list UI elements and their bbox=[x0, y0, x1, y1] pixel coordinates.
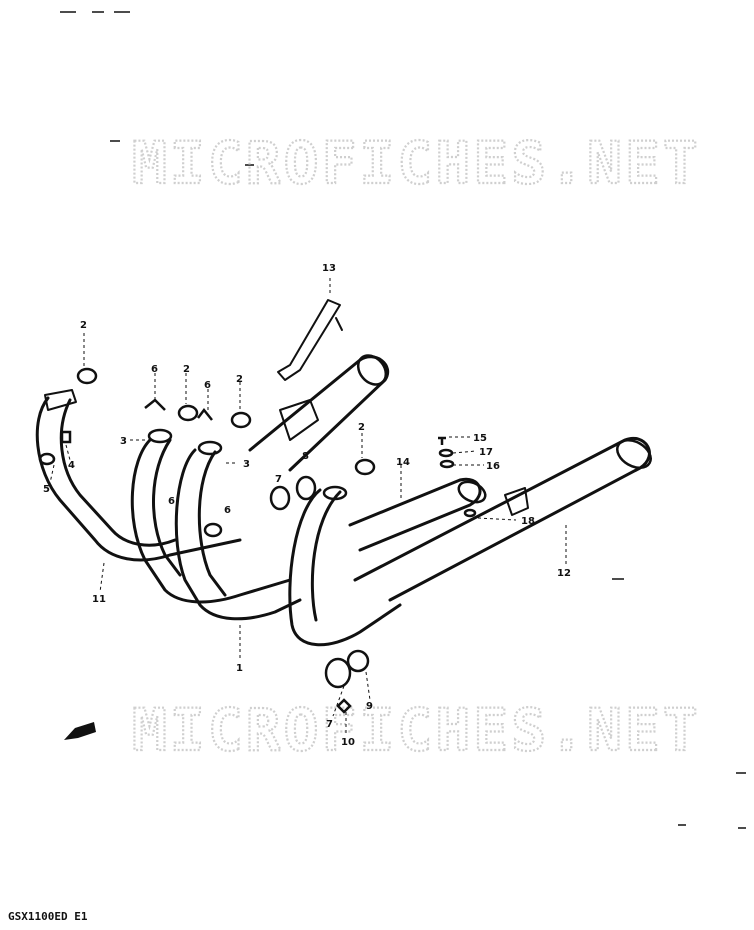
callout-10: 10 bbox=[341, 737, 355, 748]
bracket-13 bbox=[277, 299, 343, 381]
exhaust-pipe-12 bbox=[288, 488, 402, 647]
callout-6-b: 6 bbox=[204, 380, 211, 391]
callout-5: 5 bbox=[43, 484, 50, 495]
callout-7-lower: 7 bbox=[326, 719, 333, 730]
callout-7-upper: 7 bbox=[275, 474, 282, 485]
callout-14: 14 bbox=[396, 457, 410, 468]
callout-2-center: 2 bbox=[236, 374, 243, 385]
callout-8: 8 bbox=[302, 451, 309, 462]
watermark-bottom: MICROFICHES.NET bbox=[132, 696, 701, 764]
callout-4: 4 bbox=[68, 460, 75, 471]
watermark-top: MICROFICHES.NET bbox=[132, 129, 701, 197]
callout-2-right: 2 bbox=[358, 422, 365, 433]
forward-arrow-icon bbox=[64, 722, 96, 740]
callout-2-left: 2 bbox=[80, 320, 87, 331]
small-parts bbox=[38, 367, 477, 714]
callout-6-c: 6 bbox=[168, 496, 175, 507]
model-code: GSX1100ED E1 bbox=[8, 910, 88, 923]
callout-9: 9 bbox=[366, 701, 373, 712]
muffler-12 bbox=[353, 436, 652, 602]
exhaust-pipe-1 bbox=[174, 448, 302, 621]
callout-3-right: 3 bbox=[243, 459, 250, 470]
callout-11: 11 bbox=[92, 594, 106, 605]
callout-6-d: 6 bbox=[224, 505, 231, 516]
muffler-14 bbox=[348, 477, 487, 552]
muffler-upper bbox=[248, 354, 389, 472]
callout-17: 17 bbox=[479, 447, 493, 458]
callout-13: 13 bbox=[322, 263, 336, 274]
exhaust-pipe-11 bbox=[35, 389, 242, 562]
callout-2-mid: 2 bbox=[183, 364, 190, 375]
exhaust-pipe-inner-a bbox=[130, 438, 292, 604]
callout-16: 16 bbox=[486, 461, 500, 472]
callout-15: 15 bbox=[473, 433, 487, 444]
callout-labels: 1 2 2 2 2 3 3 4 5 6 6 6 6 7 7 8 9 10 11 … bbox=[43, 263, 571, 748]
callout-18: 18 bbox=[521, 516, 535, 527]
callout-6-a: 6 bbox=[151, 364, 158, 375]
callout-1: 1 bbox=[236, 663, 243, 674]
leader-lines bbox=[49, 278, 567, 735]
callout-12: 12 bbox=[557, 568, 571, 579]
callout-3-left: 3 bbox=[120, 436, 127, 447]
scan-marks bbox=[60, 11, 746, 829]
